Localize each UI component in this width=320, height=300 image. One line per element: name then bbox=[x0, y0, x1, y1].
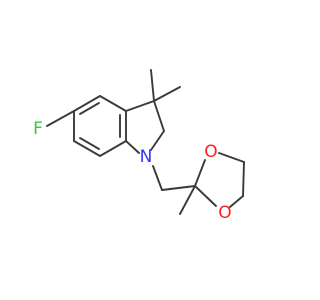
bond-o-upper-ch2 bbox=[218, 152, 245, 163]
bond-methyl-b bbox=[153, 86, 181, 102]
bond-ch2-cketal bbox=[161, 185, 196, 191]
bond-c1-c2 bbox=[73, 95, 101, 112]
double-bond-c3-c4 bbox=[79, 137, 100, 150]
bond-lines bbox=[46, 69, 245, 215]
bond-c6-c3ring bbox=[125, 100, 155, 112]
molecule-structure-diagram: F N O O bbox=[33, 69, 245, 223]
atom-fluorine-label: F bbox=[33, 119, 43, 139]
bond-c3ring-c2ring bbox=[153, 100, 165, 132]
bond-ch2-o-lower bbox=[229, 195, 244, 208]
bond-c2-f bbox=[46, 110, 75, 127]
bond-n-c5 bbox=[125, 140, 140, 154]
bond-methyl-a bbox=[150, 69, 155, 102]
bond-c3-c4 bbox=[73, 140, 101, 157]
bond-cketal-o-upper bbox=[194, 159, 206, 187]
bond-c4-c5 bbox=[99, 140, 127, 157]
bond-c2ring-n bbox=[150, 130, 165, 151]
double-bond-c1-c2 bbox=[79, 102, 100, 115]
atom-oxygen-upper-label: O bbox=[204, 142, 217, 162]
bond-ch2-ch2 bbox=[242, 161, 245, 197]
bond-n-ch2 bbox=[152, 165, 163, 191]
bond-o-lower-cketal bbox=[194, 185, 217, 207]
bond-c6-c1 bbox=[99, 95, 127, 112]
atom-oxygen-lower-label: O bbox=[218, 203, 231, 223]
atom-labels: F N O O bbox=[33, 119, 232, 223]
atom-nitrogen-label: N bbox=[140, 147, 153, 167]
bond-cketal-methyl bbox=[179, 185, 196, 215]
